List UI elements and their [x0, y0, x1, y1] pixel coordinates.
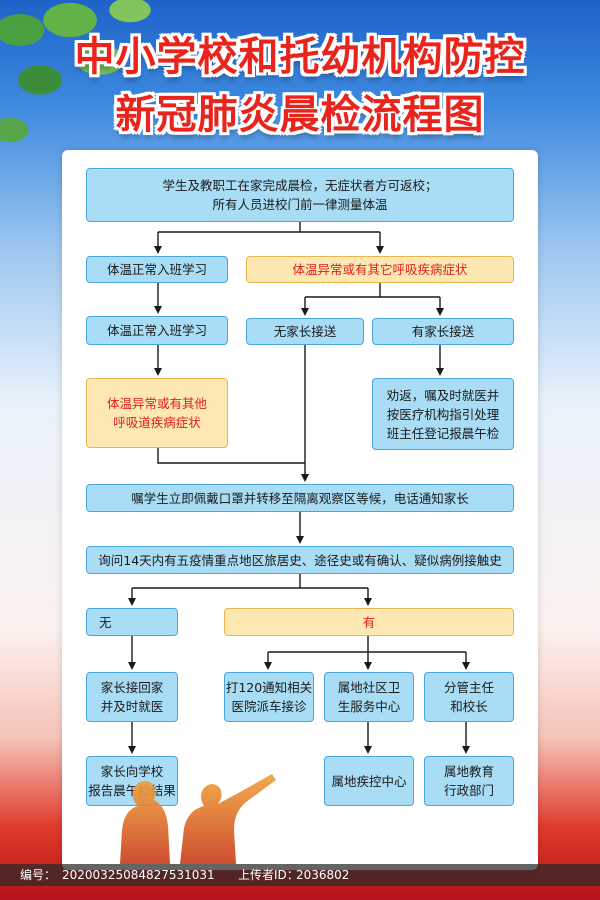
silhouette-figures-decoration	[120, 774, 276, 864]
title-line-1: 中小学校和托幼机构防控	[74, 34, 526, 80]
yes-label: 有	[362, 614, 376, 630]
yes-b2-box: 属地疾控中心	[324, 756, 414, 806]
abnormal-box-1-label: 体温异常或有其它呼吸疾病症状	[292, 262, 468, 277]
inquiry-box: 询问14天内有五疫情重点地区旅居史、途径史或有确认、疑似病例接触史	[86, 546, 514, 574]
no-box: 无	[86, 608, 178, 636]
parent-action-box: 劝返，嘱及时就医并 按医疗机构指引处理 班主任登记报晨午检	[372, 378, 514, 450]
yes-c2-line-2: 行政部门	[443, 783, 494, 798]
connector-abnormal-2-down	[157, 448, 305, 464]
start-line-2: 所有人员进校门前一律测量体温	[212, 197, 388, 212]
abnormal-box-1: 体温异常或有其它呼吸疾病症状	[246, 256, 514, 283]
abnormal-box-2: 体温异常或有其他 呼吸道疾病症状	[86, 378, 228, 448]
normal-box-2-label: 体温正常入班学习	[106, 323, 207, 338]
has-parent-label: 有家长接送	[411, 324, 475, 339]
parent-action-line-3: 班主任登记报晨午检	[386, 425, 500, 441]
no-step1-line-2: 并及时就医	[100, 699, 164, 714]
abnormal-box-2-line-2: 呼吸道疾病症状	[113, 415, 201, 430]
yes-b1-line-1: 属地社区卫	[337, 680, 401, 695]
start-line-1: 学生及教职工在家完成晨检，无症状者方可返校；	[162, 178, 438, 193]
normal-box-2: 体温正常入班学习	[86, 316, 228, 345]
footer-uploader-label: 上传者ID：	[238, 868, 299, 882]
yes-c2-line-1: 属地教育	[443, 764, 494, 779]
yes-c1-line-1: 分管主任	[443, 680, 494, 695]
yes-b1-box: 属地社区卫 生服务中心	[324, 672, 414, 722]
yes-c1-line-2: 和校长	[450, 699, 488, 714]
start-box: 学生及教职工在家完成晨检，无症状者方可返校； 所有人员进校门前一律测量体温	[86, 168, 514, 222]
yes-b2-label: 属地疾控中心	[331, 773, 407, 789]
title-line-2: 新冠肺炎晨检流程图	[115, 92, 485, 138]
no-parent-box: 无家长接送	[246, 318, 364, 345]
no-step1-box: 家长接回家 并及时就医	[86, 672, 178, 722]
parent-action-line-2: 按医疗机构指引处理	[386, 406, 500, 422]
abnormal-box-2-line-1: 体温异常或有其他	[106, 396, 207, 411]
yes-b1-line-2: 生服务中心	[337, 699, 401, 714]
no-step1-line-1: 家长接回家	[100, 680, 164, 695]
inquiry-label: 询问14天内有五疫情重点地区旅居史、途径史或有确认、疑似病例接触史	[98, 552, 502, 568]
no-parent-label: 无家长接送	[273, 324, 337, 339]
normal-box-1: 体温正常入班学习	[86, 256, 228, 283]
footer-id-value: 20200325084827531031	[62, 868, 215, 882]
parent-action-line-1: 劝返，嘱及时就医并	[386, 387, 500, 403]
isolate-box: 嘱学生立即佩戴口罩并转移至隔离观察区等候，电话通知家长	[86, 484, 514, 512]
yes-a1-line-2: 医院派车接诊	[231, 699, 307, 714]
yes-a1-box: 打120通知相关 医院派车接诊	[224, 672, 314, 722]
footer-uploader-value: 2036802	[296, 868, 350, 882]
has-parent-box: 有家长接送	[372, 318, 514, 345]
yes-box: 有	[224, 608, 514, 636]
yes-c2-box: 属地教育 行政部门	[424, 756, 514, 806]
yes-a1-line-1: 打120通知相关	[225, 680, 313, 695]
no-step2-line-1: 家长向学校	[100, 764, 164, 779]
footer-id-label: 编号：	[20, 868, 57, 882]
no-label: 无	[99, 614, 112, 630]
isolate-label: 嘱学生立即佩戴口罩并转移至隔离观察区等候，电话通知家长	[131, 490, 469, 506]
yes-c1-box: 分管主任 和校长	[424, 672, 514, 722]
normal-box-1-label: 体温正常入班学习	[106, 262, 207, 277]
footer-bar: 编号： 20200325084827531031 上传者ID： 2036802	[0, 864, 600, 886]
